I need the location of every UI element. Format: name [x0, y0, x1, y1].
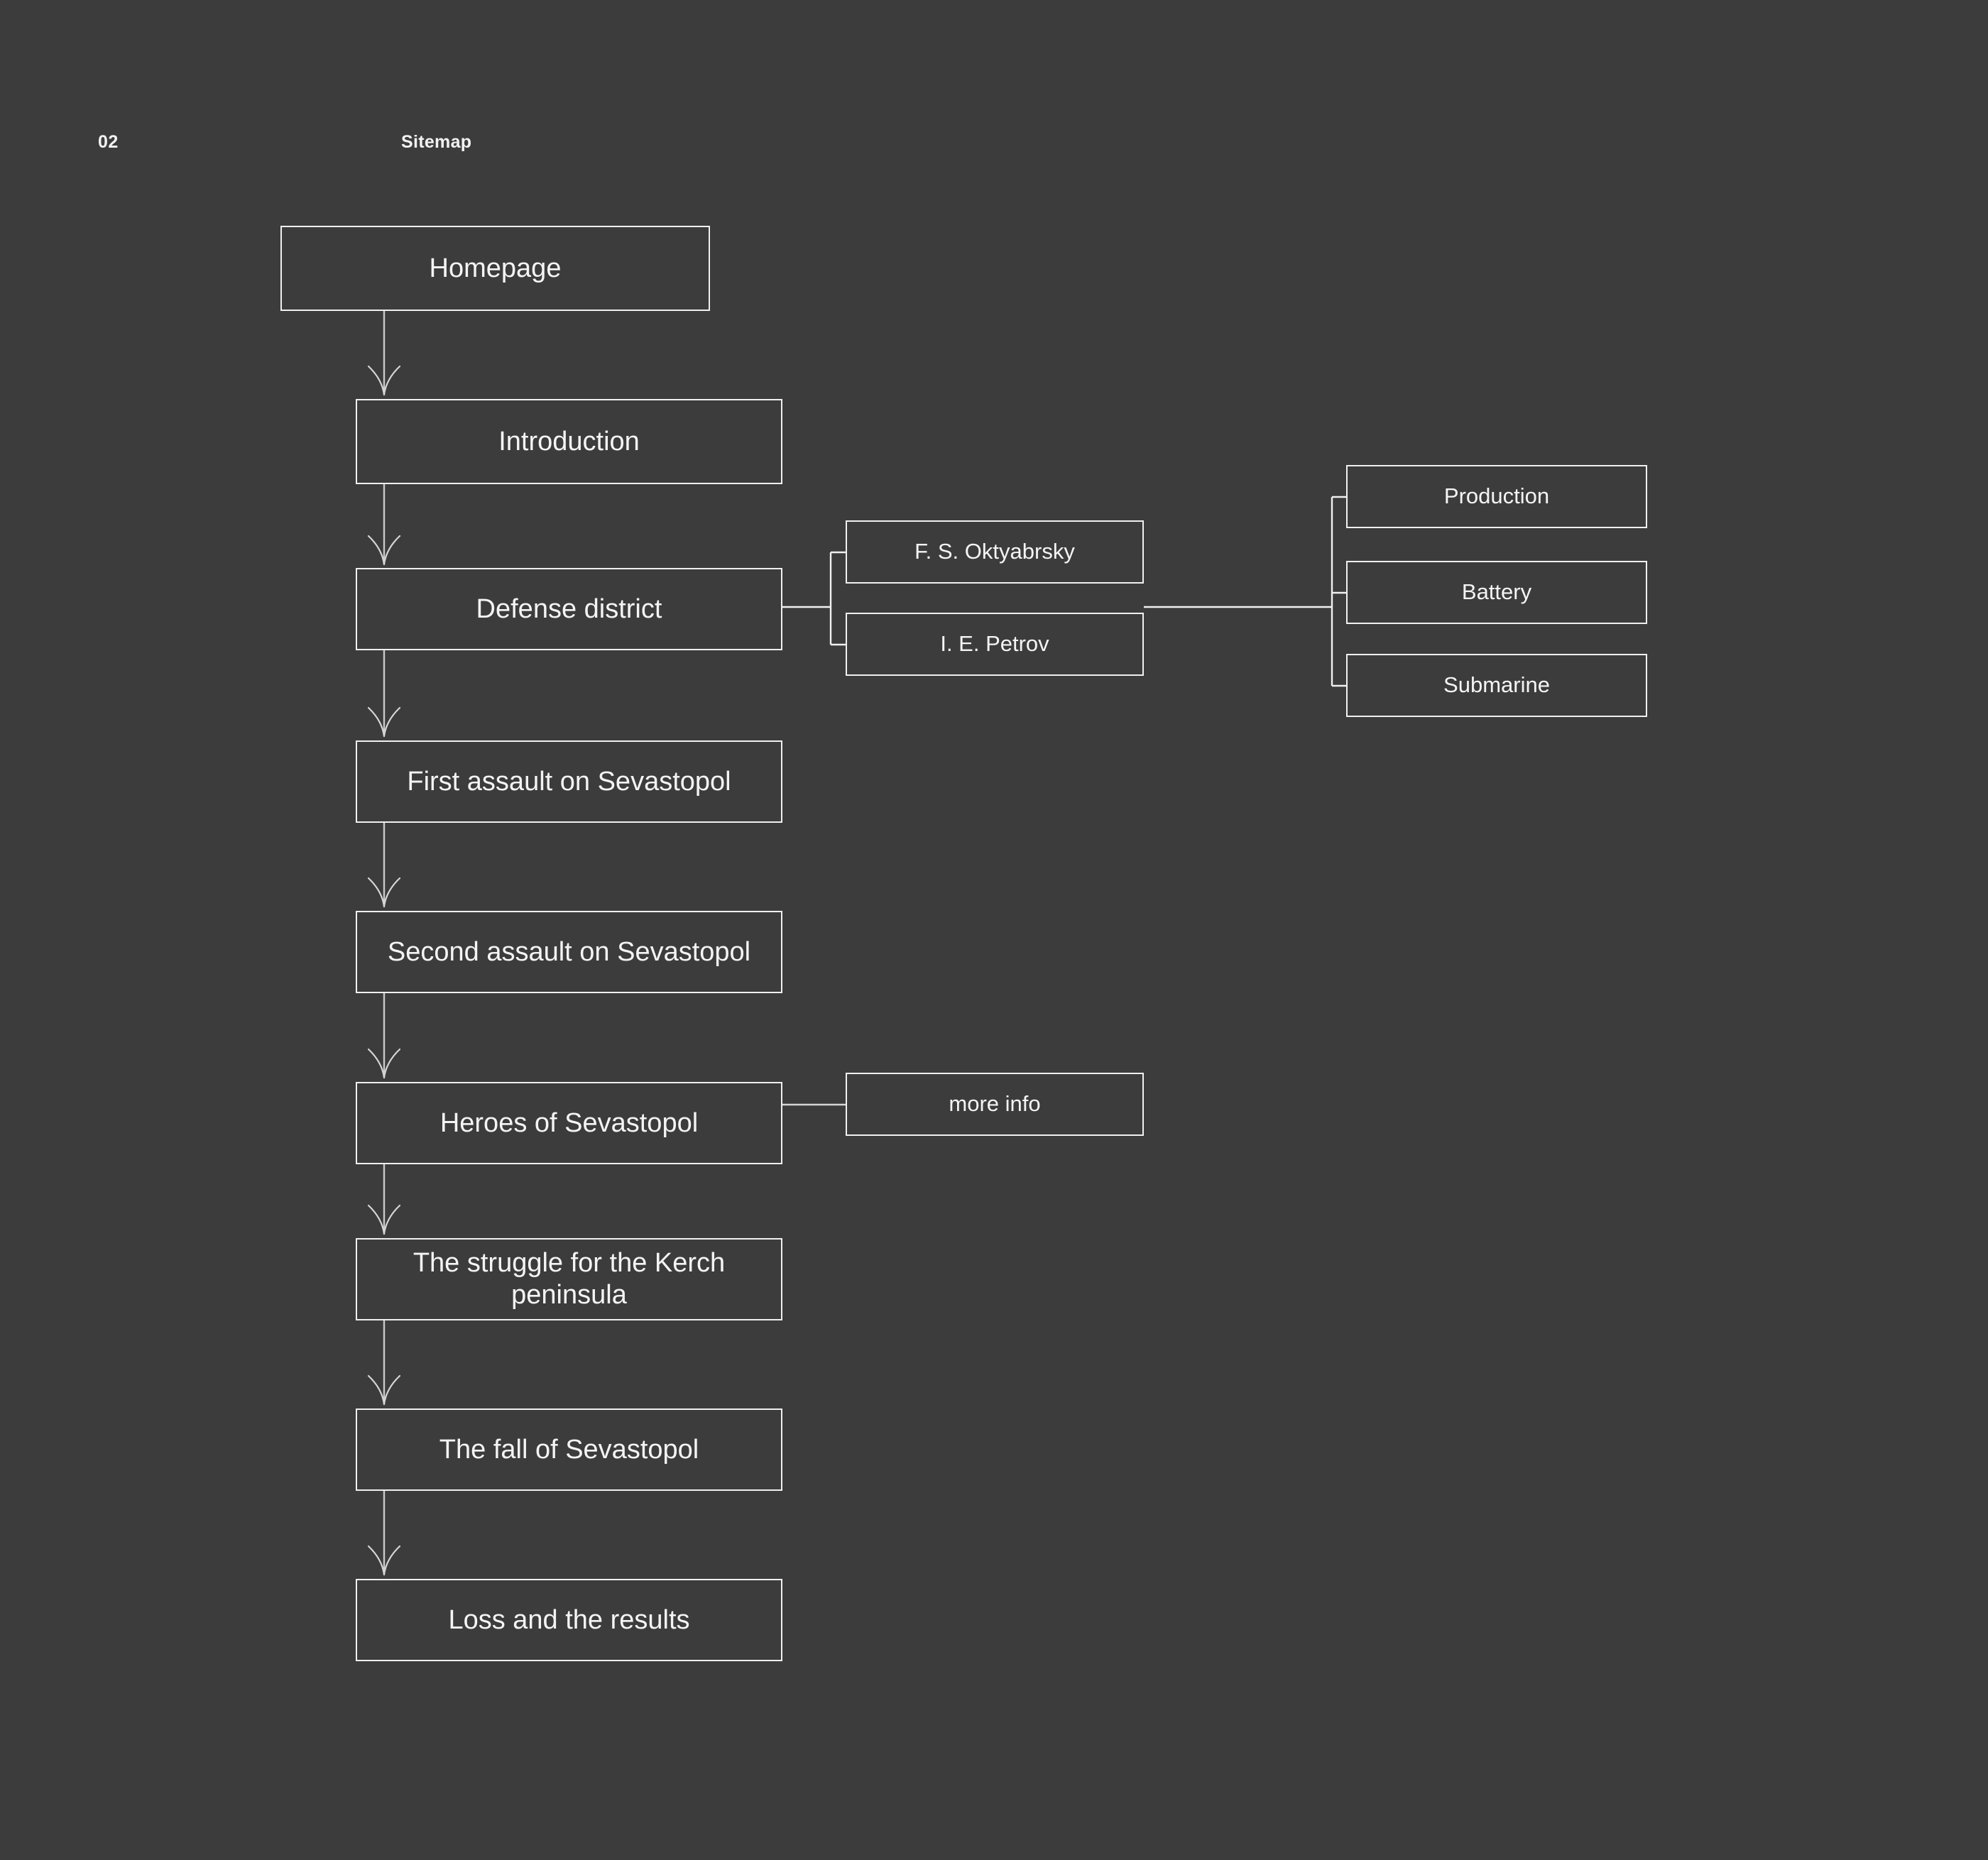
node-label: Submarine — [1443, 672, 1550, 698]
node-label: F. S. Oktyabrsky — [914, 539, 1075, 564]
node-heroes[interactable]: Heroes of Sevastopol — [356, 1082, 782, 1164]
node-label: Battery — [1461, 579, 1532, 605]
node-battery[interactable]: Battery — [1346, 561, 1647, 624]
node-defense-district[interactable]: Defense district — [356, 568, 782, 650]
node-label: The struggle for the Kerch peninsula — [413, 1248, 726, 1310]
node-homepage[interactable]: Homepage — [280, 226, 710, 311]
node-kerch-peninsula[interactable]: The struggle for the Kerch peninsula — [356, 1238, 782, 1320]
node-loss-and-results[interactable]: Loss and the results — [356, 1579, 782, 1661]
node-petrov[interactable]: I. E. Petrov — [846, 613, 1144, 676]
page-title: Sitemap — [401, 132, 472, 152]
node-submarine[interactable]: Submarine — [1346, 654, 1647, 717]
node-fall-of-sevastopol[interactable]: The fall of Sevastopol — [356, 1408, 782, 1491]
node-more-info[interactable]: more info — [846, 1073, 1144, 1136]
node-label: Second assault on Sevastopol — [387, 936, 751, 967]
node-label: Defense district — [476, 593, 662, 624]
node-label: The fall of Sevastopol — [439, 1434, 699, 1465]
node-label: Homepage — [429, 253, 562, 283]
node-label: First assault on Sevastopol — [407, 766, 731, 797]
node-label: more info — [949, 1091, 1041, 1117]
node-label: I. E. Petrov — [940, 631, 1049, 657]
node-label: Loss and the results — [448, 1604, 690, 1635]
node-second-assault[interactable]: Second assault on Sevastopol — [356, 911, 782, 993]
node-first-assault[interactable]: First assault on Sevastopol — [356, 740, 782, 823]
node-label: Production — [1443, 483, 1550, 509]
node-oktyabrsky[interactable]: F. S. Oktyabrsky — [846, 520, 1144, 584]
node-label: Introduction — [498, 426, 640, 456]
slide-number: 02 — [98, 132, 119, 152]
node-production[interactable]: Production — [1346, 465, 1647, 528]
node-introduction[interactable]: Introduction — [356, 399, 782, 484]
node-label: Heroes of Sevastopol — [439, 1107, 699, 1138]
